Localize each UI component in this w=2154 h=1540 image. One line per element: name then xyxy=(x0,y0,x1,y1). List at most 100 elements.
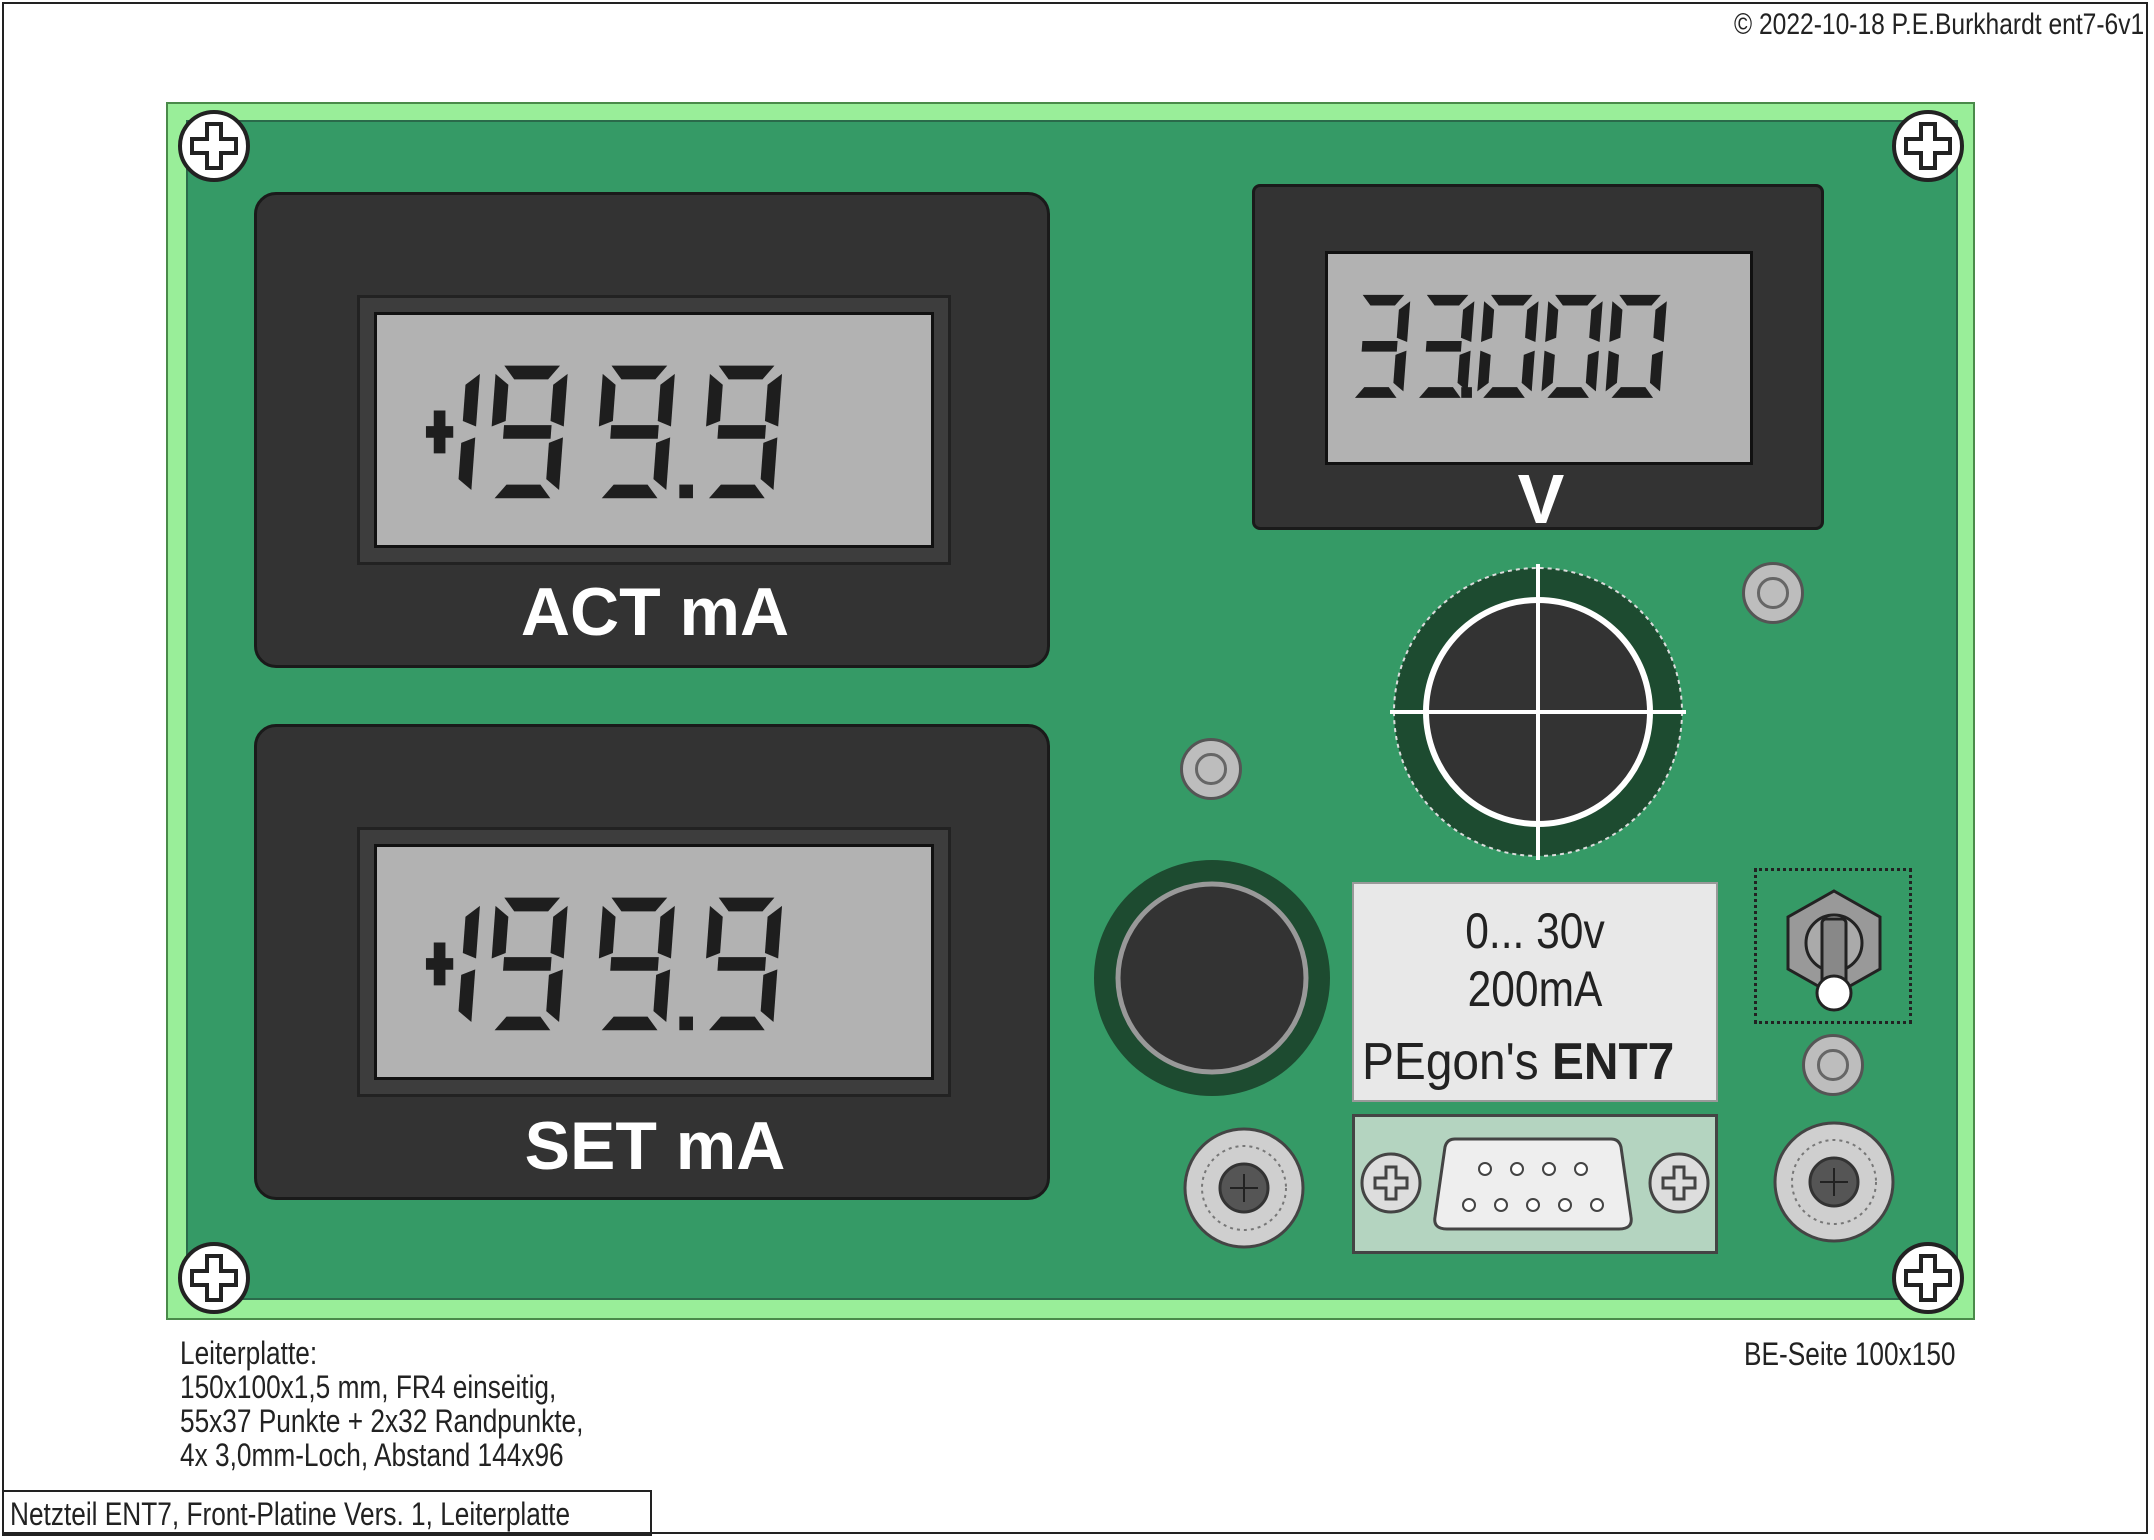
lcd-segment xyxy=(1362,294,1405,306)
power-switch-area xyxy=(1754,868,1912,1024)
drawing-title-box: Netzteil ENT7, Front-Platine Vers. 1, Le… xyxy=(2,1490,652,1536)
meter-label-act: ACT mA xyxy=(520,574,790,650)
lcd-segment xyxy=(503,957,552,971)
lcd-segment xyxy=(1525,301,1539,343)
lcd-segment xyxy=(1547,387,1589,398)
subd9-connector[interactable] xyxy=(1355,1117,1715,1251)
info-current-range: 200mA xyxy=(1467,961,1603,1017)
lcd-display-set xyxy=(374,844,934,1080)
pcb-spec-notes: Leiterplatte: 150x100x1,5 mm, FR4 einsei… xyxy=(180,1336,583,1472)
led-indicator-top xyxy=(1742,562,1804,624)
lcd-segment xyxy=(706,373,723,427)
info-label-panel: 0... 30v 200mA PEgon's ENT7 xyxy=(1352,882,1718,1102)
lcd-segment xyxy=(494,1016,551,1031)
lcd-segment xyxy=(1541,350,1555,392)
lcd-segment xyxy=(491,373,509,427)
lcd-segment xyxy=(718,897,775,912)
lcd-segment xyxy=(1619,294,1661,306)
lcd-segment xyxy=(601,484,658,499)
seven-segment-reading-volt xyxy=(1354,294,1667,398)
meter-label-volt: V xyxy=(1517,460,1565,538)
lcd-segment xyxy=(610,957,659,971)
output-socket-right[interactable] xyxy=(1772,1120,1896,1244)
voltage-knob[interactable] xyxy=(1390,564,1686,860)
meter-act-current: ACT mA xyxy=(254,192,1050,668)
meter-set-current: SET mA xyxy=(254,724,1050,1200)
lcd-segment xyxy=(717,425,766,439)
pcb-spec-line-1: 150x100x1,5 mm, FR4 einseitig, xyxy=(180,1369,557,1405)
lcd-segment xyxy=(462,373,480,427)
brand-name: ENT7 xyxy=(1551,1033,1675,1091)
lcd-segment xyxy=(1425,340,1462,352)
mounting-hole-bottom-right xyxy=(1892,1242,1964,1314)
copyright-text: © 2022-10-18 P.E.Burkhardt ent7-6v1 xyxy=(1733,8,2144,41)
lcd-segment xyxy=(657,373,675,427)
lcd-segment xyxy=(764,905,783,959)
lcd-segment xyxy=(1490,294,1533,306)
pcb-spec-heading: Leiterplatte: xyxy=(180,1335,318,1371)
lcd-segment xyxy=(433,410,446,454)
toggle-switch[interactable] xyxy=(1767,879,1901,1019)
lcd-segment xyxy=(598,373,616,427)
lcd-segment xyxy=(1457,350,1471,392)
lcd-segment xyxy=(1426,294,1469,306)
lcd-segment xyxy=(1589,301,1603,343)
lcd-segment xyxy=(491,905,509,959)
seven-segment-reading-set xyxy=(425,897,783,1031)
lcd-display-volt xyxy=(1325,251,1753,465)
lcd-segment xyxy=(611,897,668,912)
mounting-hole-top-right xyxy=(1892,110,1964,182)
lcd-segment xyxy=(504,897,561,912)
lcd-segment xyxy=(550,905,568,959)
mounting-hole-top-left xyxy=(178,110,250,182)
lcd-segment xyxy=(1611,387,1654,398)
drawing-title: Netzteil ENT7, Front-Platine Vers. 1, Le… xyxy=(10,1496,571,1532)
lcd-segment xyxy=(504,365,561,380)
lcd-segment xyxy=(546,969,563,1023)
lcd-segment xyxy=(462,905,480,959)
lcd-segment xyxy=(503,425,552,439)
lcd-segment xyxy=(611,365,668,380)
current-knob[interactable] xyxy=(1092,858,1332,1098)
lcd-segment xyxy=(706,905,723,959)
lcd-segment xyxy=(653,969,671,1023)
lcd-segment xyxy=(708,484,765,499)
lcd-segment xyxy=(546,437,563,491)
lcd-segment xyxy=(1393,350,1407,392)
lcd-segment xyxy=(601,1016,658,1031)
lcd-segment xyxy=(1396,301,1411,343)
output-socket-left[interactable] xyxy=(1182,1126,1306,1250)
lcd-segment xyxy=(764,373,783,427)
lcd-segment xyxy=(598,905,616,959)
lcd-decimal-point xyxy=(679,484,693,499)
lcd-segment xyxy=(610,425,659,439)
side-note: BE-Seite 100x150 xyxy=(1744,1336,1956,1372)
subd-connector-panel xyxy=(1352,1114,1718,1254)
lcd-segment xyxy=(760,969,778,1023)
lcd-bezel-act xyxy=(357,295,951,565)
led-indicator-switch xyxy=(1802,1034,1864,1096)
lcd-segment xyxy=(708,1016,765,1031)
brand-prefix: PEgon's xyxy=(1362,1033,1539,1091)
lcd-segment xyxy=(1649,350,1664,392)
seven-segment-reading-act xyxy=(425,365,783,499)
brand-label: PEgon's ENT7 xyxy=(1362,1032,1674,1092)
lcd-segment xyxy=(653,437,671,491)
lcd-segment xyxy=(1585,350,1599,392)
mounting-hole-bottom-left xyxy=(178,1242,250,1314)
lcd-bezel-set xyxy=(357,827,951,1097)
lcd-decimal-point xyxy=(679,1016,693,1031)
meter-voltage: V xyxy=(1252,184,1824,538)
led-indicator-left xyxy=(1180,738,1242,800)
lcd-segment xyxy=(1477,350,1491,392)
lcd-segment xyxy=(717,957,766,971)
lcd-segment xyxy=(760,437,778,491)
lcd-segment xyxy=(1545,301,1559,343)
lcd-segment xyxy=(657,905,675,959)
lcd-segment xyxy=(1653,301,1667,343)
lcd-segment xyxy=(458,969,476,1023)
lcd-segment xyxy=(1483,387,1525,398)
lcd-segment xyxy=(494,484,551,499)
pcb-spec-line-2: 55x37 Punkte + 2x32 Randpunkte, xyxy=(180,1403,584,1439)
